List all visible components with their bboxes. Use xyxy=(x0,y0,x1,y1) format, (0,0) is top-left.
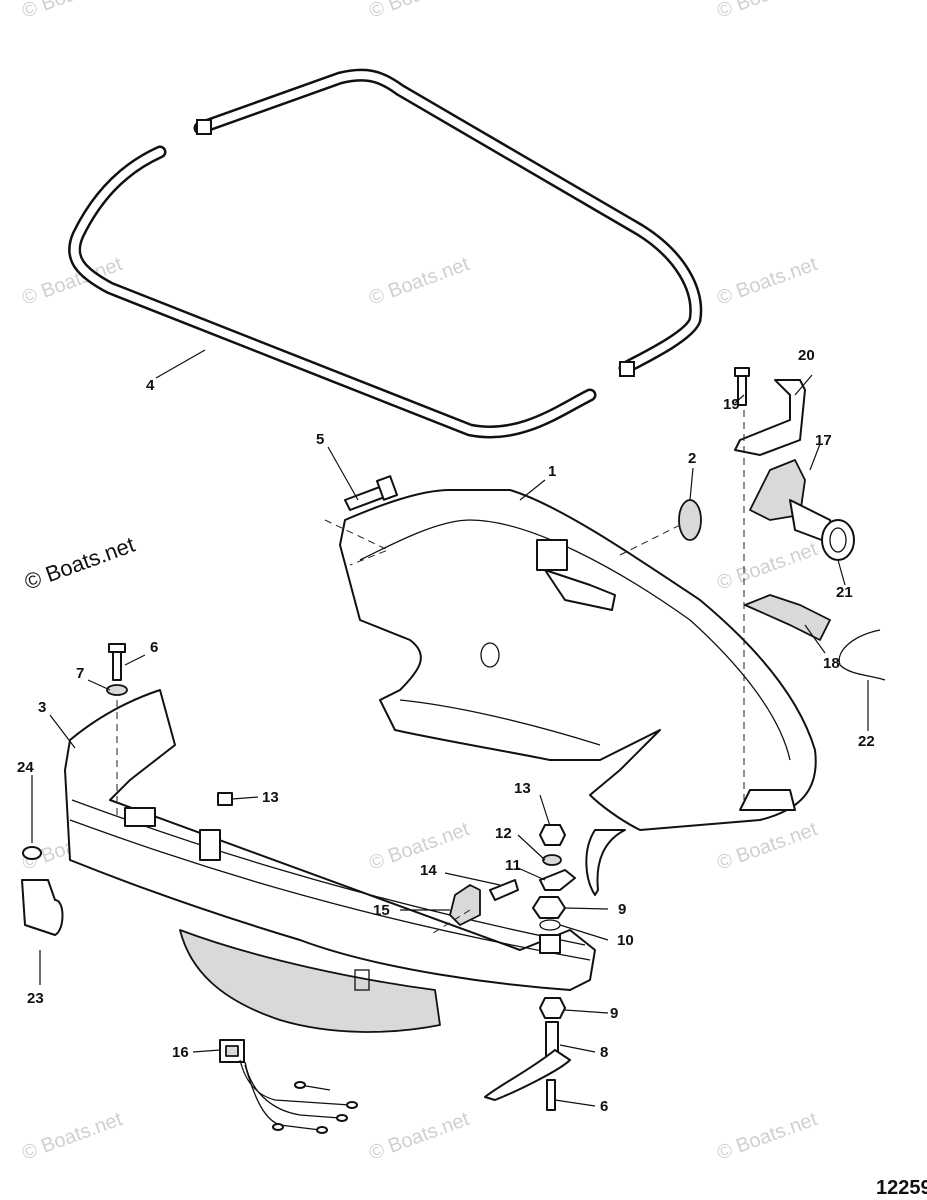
small-parts-left xyxy=(21,643,233,936)
wiring-harness-part-16 xyxy=(219,1039,358,1134)
watermark: © Boats.net xyxy=(714,1108,820,1165)
watermark: © Boats.net xyxy=(714,538,820,595)
grommet-part-18 xyxy=(744,594,831,641)
callout-13a: 13 xyxy=(262,789,279,806)
watermark: © Boats.net xyxy=(714,253,820,310)
exhaust-part-17 xyxy=(749,459,855,561)
top-cowl-part xyxy=(339,489,817,896)
bolt-part-5 xyxy=(344,475,398,511)
bottom-cowl-part xyxy=(64,689,596,1033)
alignment-lines xyxy=(116,410,745,936)
watermark: © Boats.net xyxy=(714,0,820,23)
watermark: © Boats.net xyxy=(366,253,472,310)
watermark: © Boats.net xyxy=(714,818,820,875)
callout-3: 3 xyxy=(38,699,46,716)
callout-6: 6 xyxy=(150,639,158,656)
callout-23: 23 xyxy=(27,990,44,1007)
callout-2: 2 xyxy=(688,450,696,467)
callout-9b: 9 xyxy=(610,1005,618,1022)
callout-13b: 13 xyxy=(514,780,531,797)
callout-19: 19 xyxy=(723,396,740,413)
callout-16: 16 xyxy=(172,1044,189,1061)
latch-parts xyxy=(449,824,576,1111)
callout-12: 12 xyxy=(495,825,512,842)
watermark: © Boats.net xyxy=(366,0,472,23)
callout-8: 8 xyxy=(600,1044,608,1061)
watermark: © Boats.net xyxy=(19,1108,125,1165)
callout-10: 10 xyxy=(617,932,634,949)
callout-24: 24 xyxy=(17,759,34,776)
callout-6b: 6 xyxy=(600,1098,608,1115)
callout-17: 17 xyxy=(815,432,832,449)
callout-21: 21 xyxy=(836,584,853,601)
callout-4: 4 xyxy=(146,377,155,394)
callout-9a: 9 xyxy=(618,901,626,918)
watermark: © Boats.net xyxy=(366,1108,472,1165)
wire-part-22 xyxy=(838,629,886,681)
callout-18: 18 xyxy=(823,655,840,672)
watermark: © Boats.net xyxy=(19,0,125,23)
callout-15: 15 xyxy=(373,902,390,919)
callout-7: 7 xyxy=(76,665,84,682)
watermark-dark: © Boats.net xyxy=(21,532,138,595)
plug-part-2 xyxy=(678,499,702,541)
figure-number: 12259 xyxy=(876,1177,927,1199)
callout-20: 20 xyxy=(798,347,815,364)
callout-14: 14 xyxy=(420,862,437,879)
callouts: 4 1 2 5 6 7 3 24 23 13 20 19 17 21 18 22… xyxy=(17,347,875,1115)
callout-5: 5 xyxy=(316,431,324,448)
leader-lines xyxy=(31,349,869,1107)
bracket-part-20 xyxy=(734,367,806,456)
seal-part xyxy=(68,68,703,439)
callout-1: 1 xyxy=(548,463,556,480)
callout-11: 11 xyxy=(505,857,521,874)
callout-22: 22 xyxy=(858,733,875,750)
